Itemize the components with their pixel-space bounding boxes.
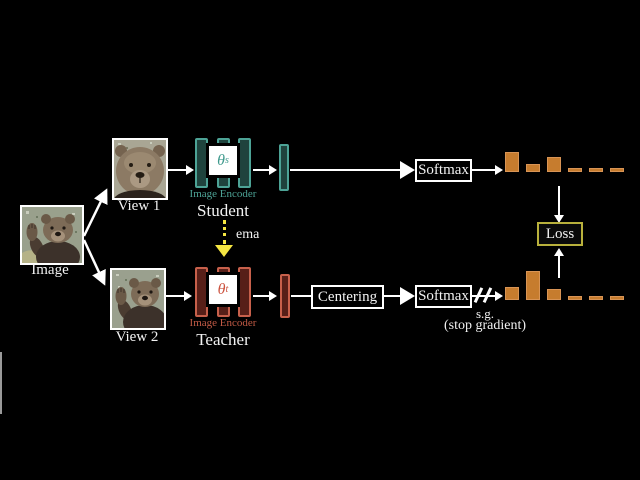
student-dist-to-loss-line xyxy=(558,186,560,216)
distribution-bar xyxy=(547,289,561,300)
softmax-to-dist-line xyxy=(472,169,496,171)
teacher-to-centering-line xyxy=(291,295,311,297)
view1-thumbnail xyxy=(112,138,168,200)
teacher-dist-to-loss-line xyxy=(558,255,560,278)
stop-gradient-full-label: (stop gradient) xyxy=(443,318,527,333)
distribution-bar xyxy=(526,164,540,172)
ema-arrowhead-icon xyxy=(215,245,233,257)
teacher-softmax-box: Softmax xyxy=(415,285,472,308)
arrowhead-icon xyxy=(184,291,192,301)
distribution-bar xyxy=(589,296,603,300)
bear-face-icon xyxy=(114,140,166,198)
distribution-bar xyxy=(610,296,624,300)
big-arrowhead-icon xyxy=(400,287,415,305)
distribution-bar xyxy=(568,296,582,300)
distribution-bar xyxy=(505,287,519,300)
view2-label: View 2 xyxy=(115,329,159,345)
arrowhead-icon xyxy=(269,291,277,301)
student-encoder-label: Image Encoder xyxy=(189,188,257,200)
left-edge-artifact xyxy=(0,352,2,414)
distribution-bar xyxy=(505,152,519,172)
centering-box: Centering xyxy=(311,285,384,309)
ema-label: ema xyxy=(236,227,260,242)
arrowhead-icon xyxy=(269,165,277,175)
teacher-encoder-label: Image Encoder xyxy=(189,317,257,329)
ema-dotted-line xyxy=(223,220,226,244)
arrowhead-up-icon xyxy=(554,248,564,256)
loss-box: Loss xyxy=(537,222,583,246)
distribution-bar xyxy=(568,168,582,172)
bear-waving-icon xyxy=(112,270,164,328)
teacher-feature-bar xyxy=(280,274,290,318)
stop-gradient-short-label: s.g. xyxy=(475,306,495,321)
teacher-title: Teacher xyxy=(196,330,250,349)
arrowhead-icon xyxy=(495,165,503,175)
arrowhead-down-icon xyxy=(554,215,564,223)
teacher-encoder-out-line xyxy=(253,295,269,297)
teacher-output-distribution xyxy=(505,270,624,300)
big-arrowhead-icon xyxy=(400,161,415,179)
student-encoder-out-line xyxy=(253,169,269,171)
student-softmax-box: Softmax xyxy=(415,159,472,182)
student-feature-bar xyxy=(279,144,289,191)
distribution-bar xyxy=(526,271,540,300)
distribution-bar xyxy=(547,157,561,172)
arrowhead-icon xyxy=(495,291,503,301)
distribution-bar xyxy=(610,168,624,172)
view1-label: View 1 xyxy=(117,198,161,214)
student-to-softmax-line xyxy=(290,169,402,171)
student-title: Student xyxy=(197,201,249,220)
bear-waving-icon xyxy=(22,207,82,263)
source-image-label: Image xyxy=(31,262,69,278)
source-image-thumbnail xyxy=(20,205,84,265)
view1-to-student-line xyxy=(167,169,187,171)
arrowhead-icon xyxy=(186,165,194,175)
view2-thumbnail xyxy=(110,268,166,330)
view2-to-teacher-line xyxy=(165,295,185,297)
centering-to-softmax-line xyxy=(384,295,401,297)
student-output-distribution xyxy=(505,150,624,172)
distribution-bar xyxy=(589,168,603,172)
